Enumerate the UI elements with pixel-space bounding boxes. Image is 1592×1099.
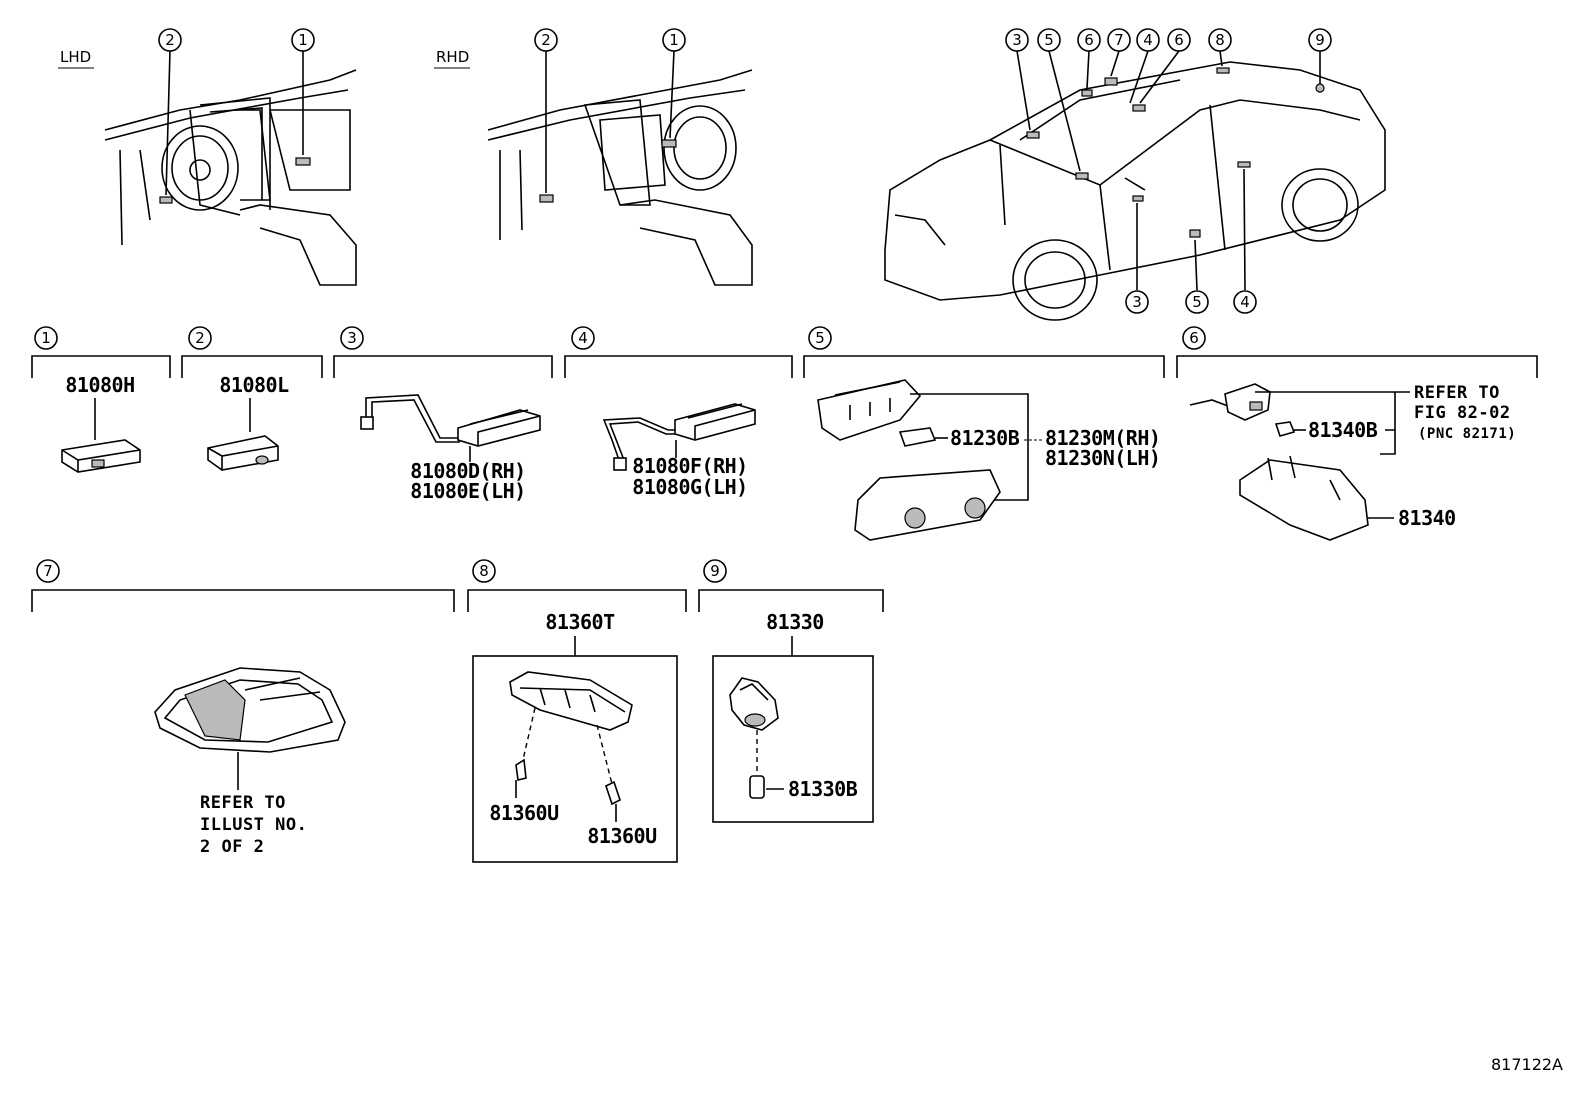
callout-car-bottom-5: 5 (1192, 293, 1202, 311)
callout-car-6b: 6 (1174, 31, 1184, 49)
section-6-refer-line-3: (PNC 82171) (1418, 426, 1516, 442)
callout-car-7: 7 (1114, 31, 1124, 49)
section-7-number: 7 (43, 562, 53, 580)
part-81080L: 81080L (219, 373, 289, 397)
lhd-label: LHD (60, 48, 91, 66)
part-81080D-RH: 81080D(RH) (410, 459, 525, 483)
section-7-refer-line-2: ILLUST NO. (200, 815, 307, 835)
section-2: 2 81080L (181, 326, 323, 471)
lhd-dashboard-view: LHD 2 1 (58, 28, 357, 286)
part-81080F-RH: 81080F(RH) (632, 454, 747, 478)
callout-car-9: 9 (1315, 31, 1325, 49)
part-81080G-LH: 81080G(LH) (632, 475, 747, 499)
section-4: 4 81080F(RH) 81080G(LH) (564, 326, 793, 499)
callout-car-bottom-4: 4 (1240, 293, 1250, 311)
section-6-refer-line-2: FIG 82-02 (1414, 403, 1511, 423)
part-81080H: 81080H (65, 373, 134, 397)
part-81340: 81340 (1398, 506, 1456, 530)
part-81360U-a: 81360U (489, 801, 558, 825)
section-7-refer-line-1: REFER TO (200, 793, 286, 813)
section-7-refer-line-3: 2 OF 2 (200, 837, 264, 857)
section-5-number: 5 (815, 329, 825, 347)
callout-car-bottom-3: 3 (1132, 293, 1142, 311)
part-81360U-b: 81360U (587, 824, 656, 848)
rhd-dashboard-view: RHD 2 1 (434, 28, 753, 286)
callout-lhd-2: 2 (165, 31, 175, 49)
section-3-number: 3 (347, 329, 357, 347)
drawing-code: 817122A (1491, 1055, 1563, 1074)
section-5: 5 81230B 81230M(RH) 81230N(LH) (803, 326, 1165, 541)
callout-car-5: 5 (1044, 31, 1054, 49)
part-81230B: 81230B (950, 426, 1020, 450)
section-4-number: 4 (578, 329, 588, 347)
part-81230M-RH: 81230M(RH) (1045, 426, 1160, 450)
section-1-number: 1 (41, 329, 51, 347)
section-6-refer-line-1: REFER TO (1414, 383, 1500, 403)
section-7: 7 REFER TO ILLUST NO. 2 OF 2 (31, 559, 455, 857)
part-81360T: 81360T (545, 610, 615, 634)
callout-car-8: 8 (1215, 31, 1225, 49)
section-6-number: 6 (1189, 329, 1199, 347)
section-8-number: 8 (479, 562, 489, 580)
section-8: 8 81360T 81360U 81360U (467, 559, 687, 863)
callout-rhd-2: 2 (541, 31, 551, 49)
part-81330B: 81330B (788, 777, 858, 801)
part-81230N-LH: 81230N(LH) (1045, 446, 1160, 470)
part-81330: 81330 (766, 610, 824, 634)
section-9-number: 9 (710, 562, 720, 580)
callout-rhd-1: 1 (669, 31, 679, 49)
part-81080E-LH: 81080E(LH) (410, 479, 525, 503)
car-view: 3 5 6 7 4 6 8 9 3 5 4 (884, 28, 1386, 321)
rhd-label: RHD (436, 48, 469, 66)
callout-car-3: 3 (1012, 31, 1022, 49)
section-3: 3 81080D(RH) 81080E(LH) (333, 326, 553, 503)
part-81340B: 81340B (1308, 418, 1378, 442)
callout-lhd-1: 1 (298, 31, 308, 49)
section-6: 6 81340B REFER TO FIG 82-02 (PNC 82171) … (1176, 326, 1538, 541)
section-2-number: 2 (195, 329, 205, 347)
section-9: 9 81330 81330B (698, 559, 884, 823)
section-1: 1 81080H (31, 326, 171, 473)
callout-car-6a: 6 (1084, 31, 1094, 49)
callout-car-4: 4 (1143, 31, 1153, 49)
